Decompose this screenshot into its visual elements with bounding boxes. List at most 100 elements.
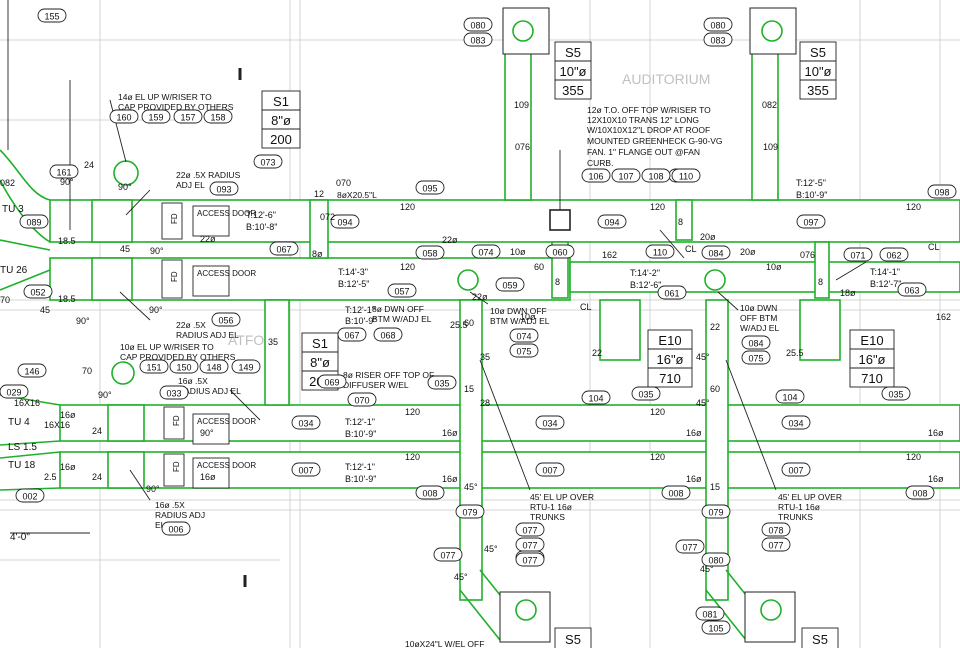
equipment-tag-text: 095 [422, 184, 437, 194]
equipment-tag-text: 069 [324, 378, 339, 388]
equipment-tag: 105 [701, 620, 731, 635]
equipment-tag: 155 [37, 8, 67, 23]
equipment-tag: 068 [373, 327, 403, 342]
equipment-tag: 110 [645, 244, 675, 259]
equipment-tag: 074 [471, 244, 501, 259]
dimension-text: 90° [118, 182, 132, 192]
equipment-tag-text: 029 [6, 388, 21, 398]
equipment-tag-text: 159 [148, 113, 163, 123]
equipment-tag-text: 083 [470, 36, 485, 46]
equipment-tag: 160 [109, 109, 139, 124]
equipment-tag-text: 077 [440, 551, 455, 561]
dimension-text: 90° [149, 305, 163, 315]
equipment-tag-text: 007 [298, 466, 313, 476]
dimension-text: 45° [696, 352, 710, 362]
equipment-tag: 084 [741, 335, 771, 350]
equipment-tag: 071 [843, 247, 873, 262]
elevation-note: B:12'-7" [870, 279, 901, 289]
note-text: 8ø RISER OFF TOP OF [343, 370, 434, 380]
diffusers [91, 7, 797, 643]
note-text: 8ø DWN OFF [372, 304, 424, 314]
equipment-tag: 146 [17, 363, 47, 378]
dimension-text: 16ø [442, 474, 458, 484]
access-door-label: ACCESS DOOR [197, 209, 256, 218]
equipment-tag: 084 [701, 245, 731, 260]
equipment-tag: 007 [781, 462, 811, 477]
equipment-tag: 080 [463, 17, 493, 32]
dimension-text: 25.5 [786, 348, 804, 358]
equipment-tag-text: 080 [708, 556, 723, 566]
equipment-tag-text: 067 [276, 245, 291, 255]
dimension-text: 120 [650, 407, 665, 417]
note-text: 10ø DWN OFF [490, 306, 547, 316]
dimension-text: 109 [514, 100, 529, 110]
equipment-tag: 035 [427, 375, 457, 390]
equipment-tag: 007 [291, 462, 321, 477]
dimension-text: 10ø [510, 247, 526, 257]
dimension-text: 8 [678, 217, 683, 227]
equipment-tag-text: 067 [344, 331, 359, 341]
device-cfm: 710 [659, 371, 681, 386]
elevation-note: T:12'-6" [246, 210, 276, 220]
equipment-tag-text: 104 [782, 393, 797, 403]
equipment-tag: 077 [515, 552, 545, 567]
equipment-tag: 098 [927, 184, 957, 199]
dimension-text: 24 [92, 472, 102, 482]
elevation-note: T:14'-2" [630, 268, 660, 278]
device-tag: S1 [312, 336, 328, 351]
note-text: 16ø .5X [155, 500, 185, 510]
note-text: 22ø .5X RADIUS [176, 170, 241, 180]
note-text: DIFFUSER W/EL [343, 380, 409, 390]
equipment-tag: 006 [161, 521, 191, 536]
elevation-note: B:12'-6" [630, 280, 661, 290]
dimension-text: 120 [650, 202, 665, 212]
device-cfm: 710 [861, 371, 883, 386]
note-text: 10ø DWN [740, 303, 777, 313]
dimension-text: 22 [710, 322, 720, 332]
note-text: 14ø EL UP W/RISER TO [118, 92, 212, 102]
dimension-text: 120 [906, 202, 921, 212]
device-tag: S5 [810, 45, 826, 60]
equipment-tag: 161 [49, 164, 79, 179]
note-text: BTM W/ADJ EL [372, 314, 432, 324]
equipment-tag: 094 [597, 214, 627, 229]
access-door-label: ACCESS DOOR [197, 417, 256, 426]
equipment-tag: 077 [761, 537, 791, 552]
dimension-text: 076 [515, 142, 530, 152]
dimension-text: 16ø [686, 428, 702, 438]
equipment-tag-text: 146 [24, 367, 39, 377]
equipment-tag-text: 104 [588, 394, 603, 404]
dimension-text: 120 [400, 262, 415, 272]
equipment-tag: 008 [661, 485, 691, 500]
dimension-text: 60 [710, 384, 720, 394]
device-neck-size: 8"ø [310, 355, 330, 370]
dimension-lines [7, 0, 867, 534]
equipment-tag: 075 [509, 343, 539, 358]
equipment-tag-text: 062 [886, 251, 901, 261]
equipment-tag-text: 073 [260, 158, 275, 168]
equipment-tag: 104 [581, 390, 611, 405]
fd-label: FD [170, 271, 179, 282]
equipment-tag-text: 002 [22, 492, 37, 502]
equipment-tag-text: 006 [168, 525, 183, 535]
equipment-tag: 074 [509, 328, 539, 343]
equipment-tag-text: 077 [682, 543, 697, 553]
dimension-text: 90° [200, 428, 214, 438]
dimension-text: 16X16 [44, 420, 70, 430]
equipment-tag: 077 [515, 537, 545, 552]
equipment-tag-text: 160 [116, 113, 131, 123]
note-text: CURB. [587, 158, 613, 168]
dimension-text: 45 [40, 305, 50, 315]
equipment-tag: 056 [211, 312, 241, 327]
access-door-label: ACCESS DOOR [197, 269, 256, 278]
dimension-text: 22 [592, 348, 602, 358]
fd-label: FD [172, 415, 181, 426]
equipment-tag: 080 [701, 552, 731, 567]
equipment-tag-text: 052 [30, 288, 45, 298]
elevation-note: T:12'-5" [796, 178, 826, 188]
equipment-tag-text: 007 [542, 466, 557, 476]
note-text: ADJ EL [176, 180, 205, 190]
equipment-tag-text: 007 [788, 466, 803, 476]
